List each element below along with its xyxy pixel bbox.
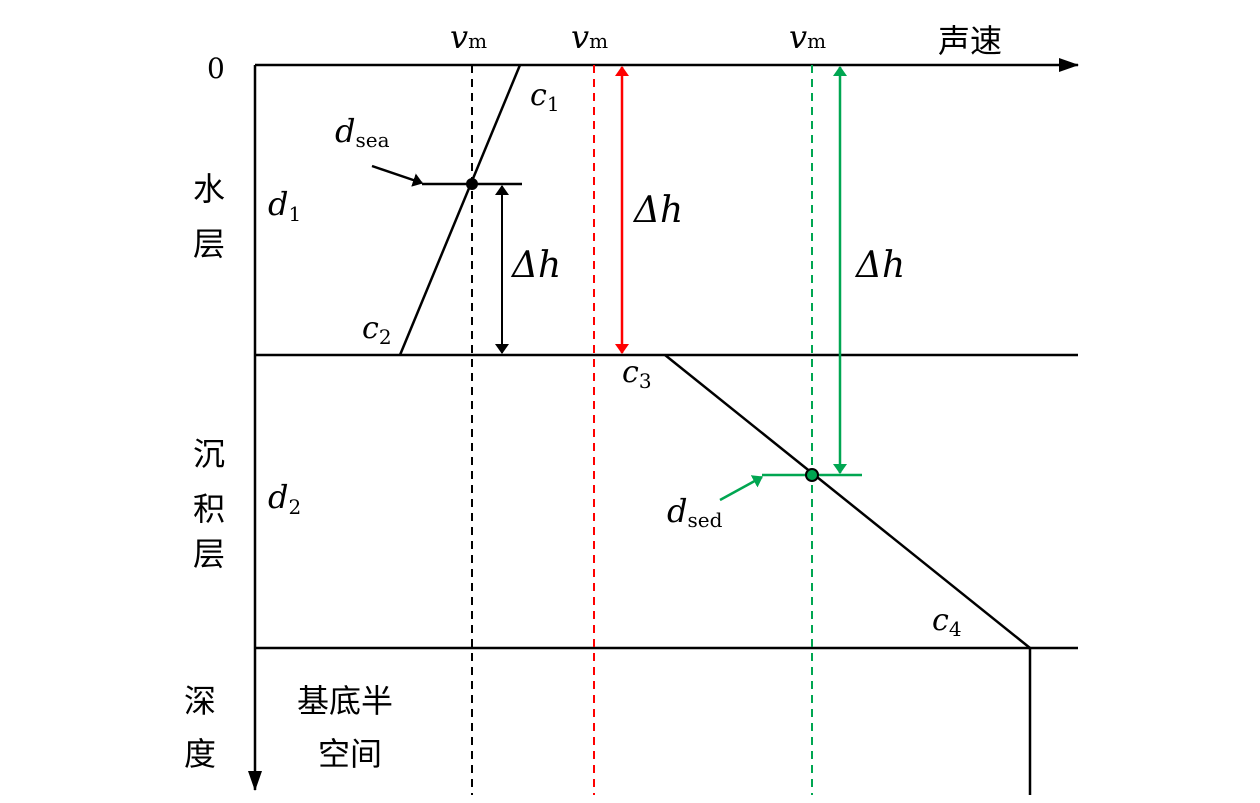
depth-axis-label: 深 度: [184, 682, 226, 773]
water-speed-profile: [398, 64, 522, 356]
vm-label-red: vm: [571, 18, 608, 56]
d2-label: d2: [268, 478, 301, 519]
dsea-point: [466, 178, 478, 190]
dsed-label: dsed: [667, 492, 723, 532]
dsed-pointer-arrow: [719, 475, 763, 502]
c1-label: c1: [530, 78, 560, 116]
origin-label: 0: [207, 52, 225, 85]
vm-label-black: vm: [450, 18, 487, 56]
dsed-point: [805, 468, 819, 482]
x-axis-label: 声速: [938, 22, 1002, 60]
dsea-label: dsea: [335, 112, 390, 152]
delta-h-red-label: Δh: [632, 190, 683, 231]
sediment-layer-label: 沉 积 层: [193, 435, 235, 573]
sediment-speed-profile: [664, 354, 1031, 649]
c4-label: c4: [932, 603, 962, 641]
dsea-pointer-arrow: [371, 164, 423, 187]
delta-h-green-label: Δh: [854, 245, 905, 286]
water-layer-label: 水 层: [193, 170, 235, 263]
delta-h-black-label: Δh: [510, 245, 561, 286]
d1-label: d1: [268, 185, 301, 226]
basement-label: 基底半 空间: [297, 682, 403, 773]
c3-label: c3: [622, 355, 652, 393]
vm-label-green: vm: [789, 18, 826, 56]
c2-label: c2: [362, 311, 392, 349]
